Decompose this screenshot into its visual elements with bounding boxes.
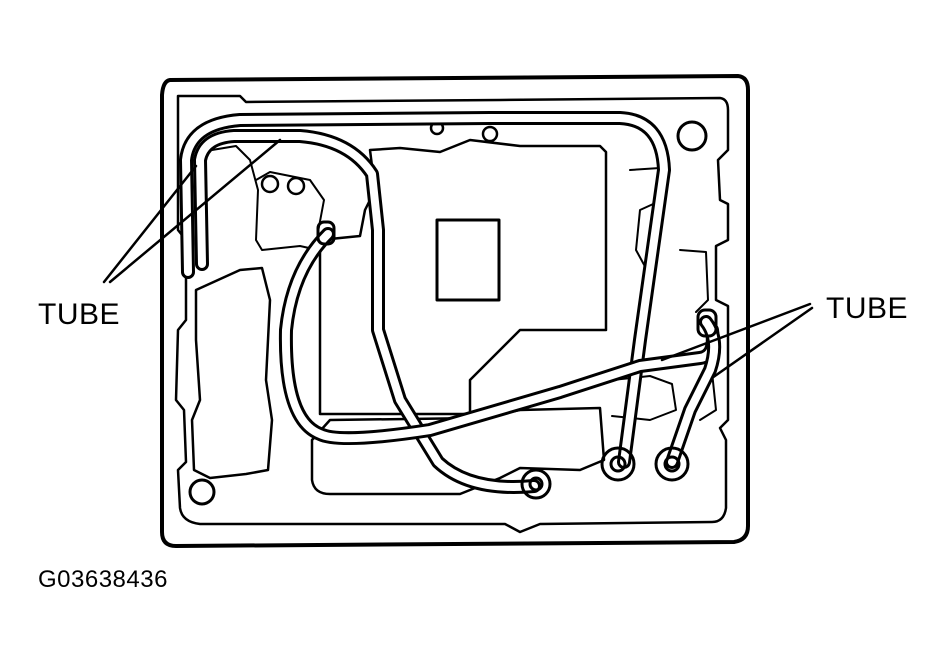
leader-lines-right <box>660 302 814 380</box>
leader-lines-left <box>102 138 282 284</box>
tube-end-fittings <box>316 220 718 500</box>
channel-cavities <box>190 138 717 496</box>
mounting-holes <box>188 120 708 506</box>
tube-label-left: TUBE <box>38 298 121 331</box>
valve-body-housing <box>160 74 750 548</box>
tube-lower-sweep <box>278 227 720 446</box>
tube-label-right: TUBE <box>826 292 909 325</box>
tube-right-short <box>665 315 722 469</box>
figure-code: G03638436 <box>38 566 168 593</box>
tube-center-s-bend <box>193 129 541 494</box>
tube-upper-left-loop <box>179 111 671 469</box>
